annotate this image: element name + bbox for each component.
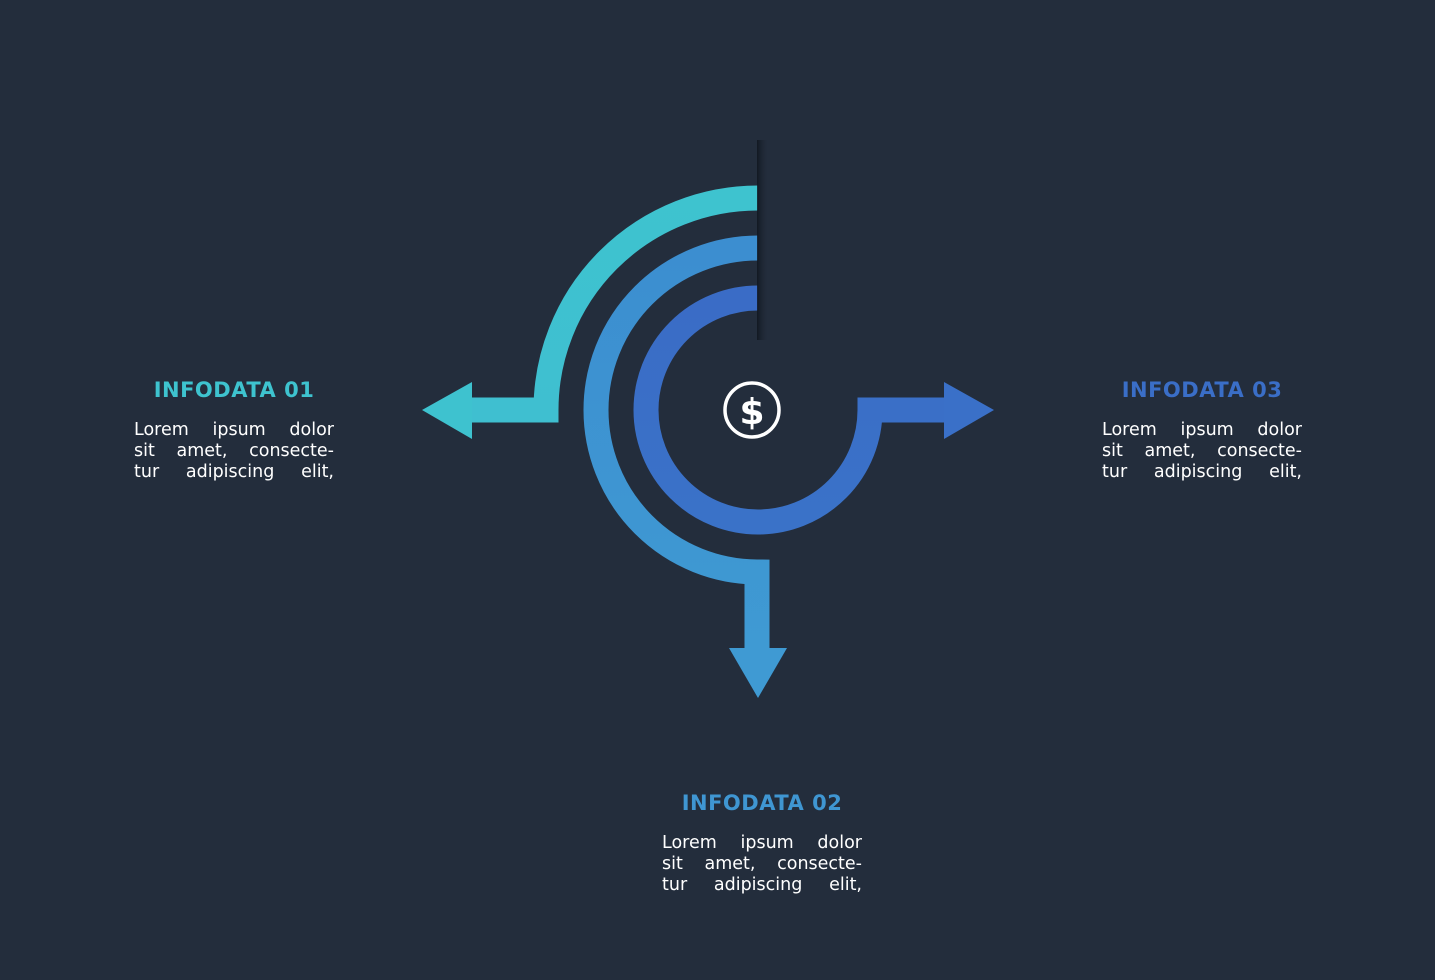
- arrow-path-01: [422, 185, 759, 439]
- arrow-head-down: [729, 648, 787, 698]
- info-text-line: sit amet, consecte-: [1102, 441, 1302, 461]
- info-text-line: Lorem ipsum dolor: [662, 833, 862, 853]
- info-text-line: tur adipiscing elit,: [662, 875, 862, 895]
- info-block-03: INFODATA 03 Lorem ipsum dolor sit amet, …: [1102, 378, 1302, 483]
- info-text-line: sit amet, consecte-: [134, 441, 334, 461]
- info-text-line: Lorem ipsum dolor: [134, 420, 334, 440]
- arrow-path-03: [633, 285, 994, 535]
- info-text-line: Lorem ipsum dolor: [1102, 420, 1302, 440]
- dollar-sign-icon: $: [723, 381, 781, 439]
- info-text-line: tur adipiscing elit,: [134, 462, 334, 482]
- info-block-01: INFODATA 01 Lorem ipsum dolor sit amet, …: [134, 378, 334, 483]
- arrow-head-left: [422, 382, 472, 439]
- arrow-head-right: [944, 382, 994, 439]
- dollar-symbol: $: [739, 392, 764, 433]
- info-text-line: sit amet, consecte-: [662, 854, 862, 874]
- info-block-02: INFODATA 02 Lorem ipsum dolor sit amet, …: [662, 791, 862, 896]
- info-title-01: INFODATA 01: [153, 378, 315, 402]
- info-title-02: INFODATA 02: [681, 791, 843, 815]
- info-title-03: INFODATA 03: [1121, 378, 1283, 402]
- arrow-path-02: [583, 235, 787, 698]
- cut-shadow: [757, 140, 769, 340]
- info-text-line: tur adipiscing elit,: [1102, 462, 1302, 482]
